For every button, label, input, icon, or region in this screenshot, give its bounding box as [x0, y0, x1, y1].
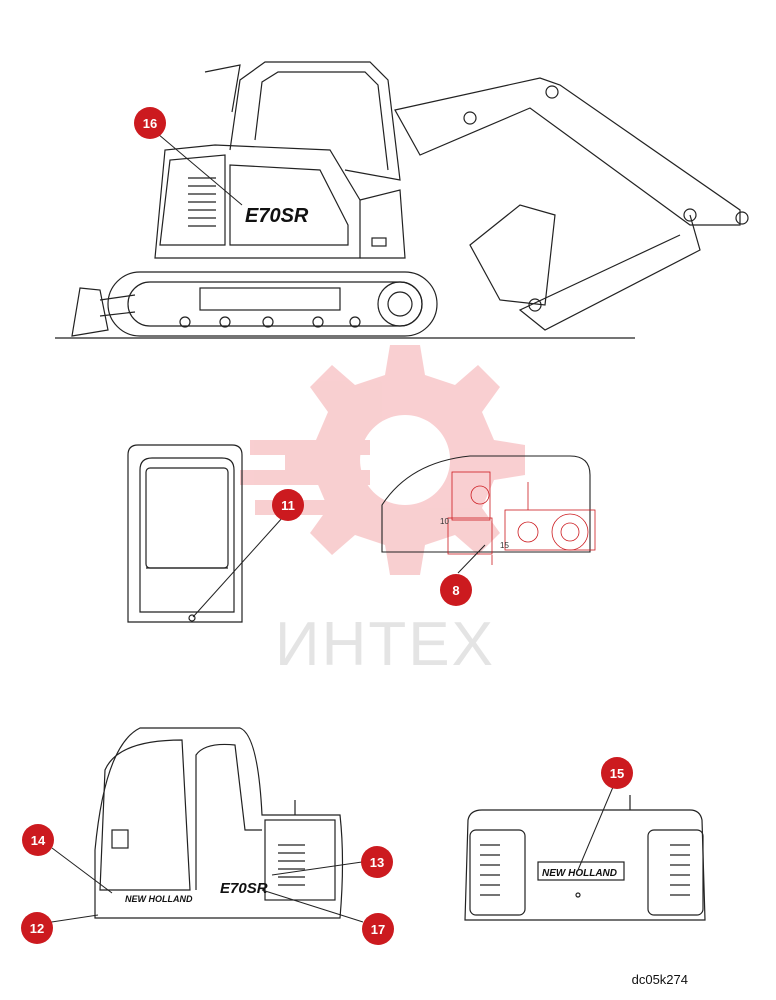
roller	[349, 316, 361, 328]
door-latch	[188, 614, 196, 622]
svg-text:8: 8	[452, 583, 459, 598]
pivot	[545, 85, 559, 99]
cab-body	[94, 727, 344, 919]
callout-17: 17	[362, 913, 394, 945]
callout-14: 14	[22, 824, 54, 856]
brand-logo-rear: NEW HOLLAND	[542, 868, 617, 879]
roller	[219, 316, 231, 328]
sprocket-hub	[387, 291, 413, 317]
pivot	[683, 208, 697, 222]
callout-marker	[22, 824, 54, 856]
cab-door	[99, 739, 191, 891]
svg-text:11: 11	[281, 498, 295, 513]
rear-left-panel	[469, 829, 526, 916]
leader-14	[51, 847, 113, 894]
gear-icon	[240, 345, 525, 575]
dozer-blade	[71, 287, 109, 337]
light	[371, 237, 387, 247]
model-logo-top: E70SR	[245, 205, 309, 227]
watermark-text: ИНТЕХ	[275, 610, 495, 679]
callout-15: 15	[601, 757, 633, 789]
callout-8: 8	[440, 574, 472, 606]
leader-lines	[44, 133, 614, 924]
leader-8	[457, 544, 486, 574]
arm	[518, 214, 701, 331]
brand-logo-cab: NEW HOLLAND	[125, 894, 193, 904]
drive-sprocket	[377, 281, 423, 327]
vent-grille	[480, 844, 690, 896]
door-glass	[145, 467, 229, 569]
svg-text:17: 17	[371, 922, 385, 937]
callout-marker	[361, 846, 393, 878]
engine-cover	[229, 164, 349, 246]
leader-11	[192, 516, 284, 618]
cab-window	[254, 71, 389, 171]
bucket	[469, 204, 556, 306]
leader-16	[157, 133, 243, 206]
dimension-b: 15	[500, 541, 509, 550]
dimension-a: 10	[440, 517, 449, 526]
vent-grille	[188, 177, 216, 227]
svg-text:14: 14	[31, 833, 46, 848]
track	[107, 271, 438, 337]
upper-body	[154, 144, 361, 259]
callout-12: 12	[21, 912, 53, 944]
reference-code: dc05k274	[631, 972, 688, 987]
engine-panel	[264, 819, 336, 901]
door-glass-frame	[139, 457, 235, 613]
watermark: ИНТЕХ	[240, 345, 525, 679]
bolt	[575, 892, 581, 898]
pivot	[463, 111, 477, 125]
side-panel	[159, 154, 226, 246]
rear-view	[464, 795, 706, 921]
leader-12	[44, 914, 99, 924]
door-handle	[111, 829, 129, 849]
callout-marker	[272, 489, 304, 521]
vent-grille	[278, 844, 305, 886]
leader-17	[261, 889, 364, 923]
cab-front-view	[94, 727, 344, 919]
callout-marker	[134, 107, 166, 139]
cab-side-window	[195, 743, 262, 890]
engine-detail	[447, 471, 596, 565]
callout-marker	[601, 757, 633, 789]
svg-text:15: 15	[610, 766, 624, 781]
door-outline	[127, 444, 243, 623]
rear-right-panel	[647, 829, 704, 916]
roller	[312, 316, 324, 328]
svg-text:16: 16	[143, 116, 157, 131]
callout-11: 11	[272, 489, 304, 521]
roller	[262, 316, 274, 328]
callout-marker	[21, 912, 53, 944]
engine-top-view	[381, 455, 596, 565]
rops-bar	[204, 64, 241, 113]
callout-marker	[362, 913, 394, 945]
pivot	[735, 211, 749, 225]
roller	[179, 316, 191, 328]
cab-door-panel	[127, 444, 243, 623]
boom	[394, 77, 741, 226]
svg-text:12: 12	[30, 921, 44, 936]
cab	[229, 61, 401, 181]
callout-marker	[440, 574, 472, 606]
engine-outline	[381, 455, 591, 553]
pivot	[528, 298, 542, 312]
excavator-side-view	[55, 61, 749, 339]
track-frame	[199, 287, 341, 311]
svg-text:13: 13	[370, 855, 384, 870]
leader-15	[577, 786, 614, 871]
model-logo-cab: E70SR	[220, 880, 268, 897]
callout-16: 16	[134, 107, 166, 139]
rear-body	[464, 809, 706, 921]
leader-13	[271, 861, 363, 876]
callout-13: 13	[361, 846, 393, 878]
counterweight-front	[359, 189, 406, 259]
